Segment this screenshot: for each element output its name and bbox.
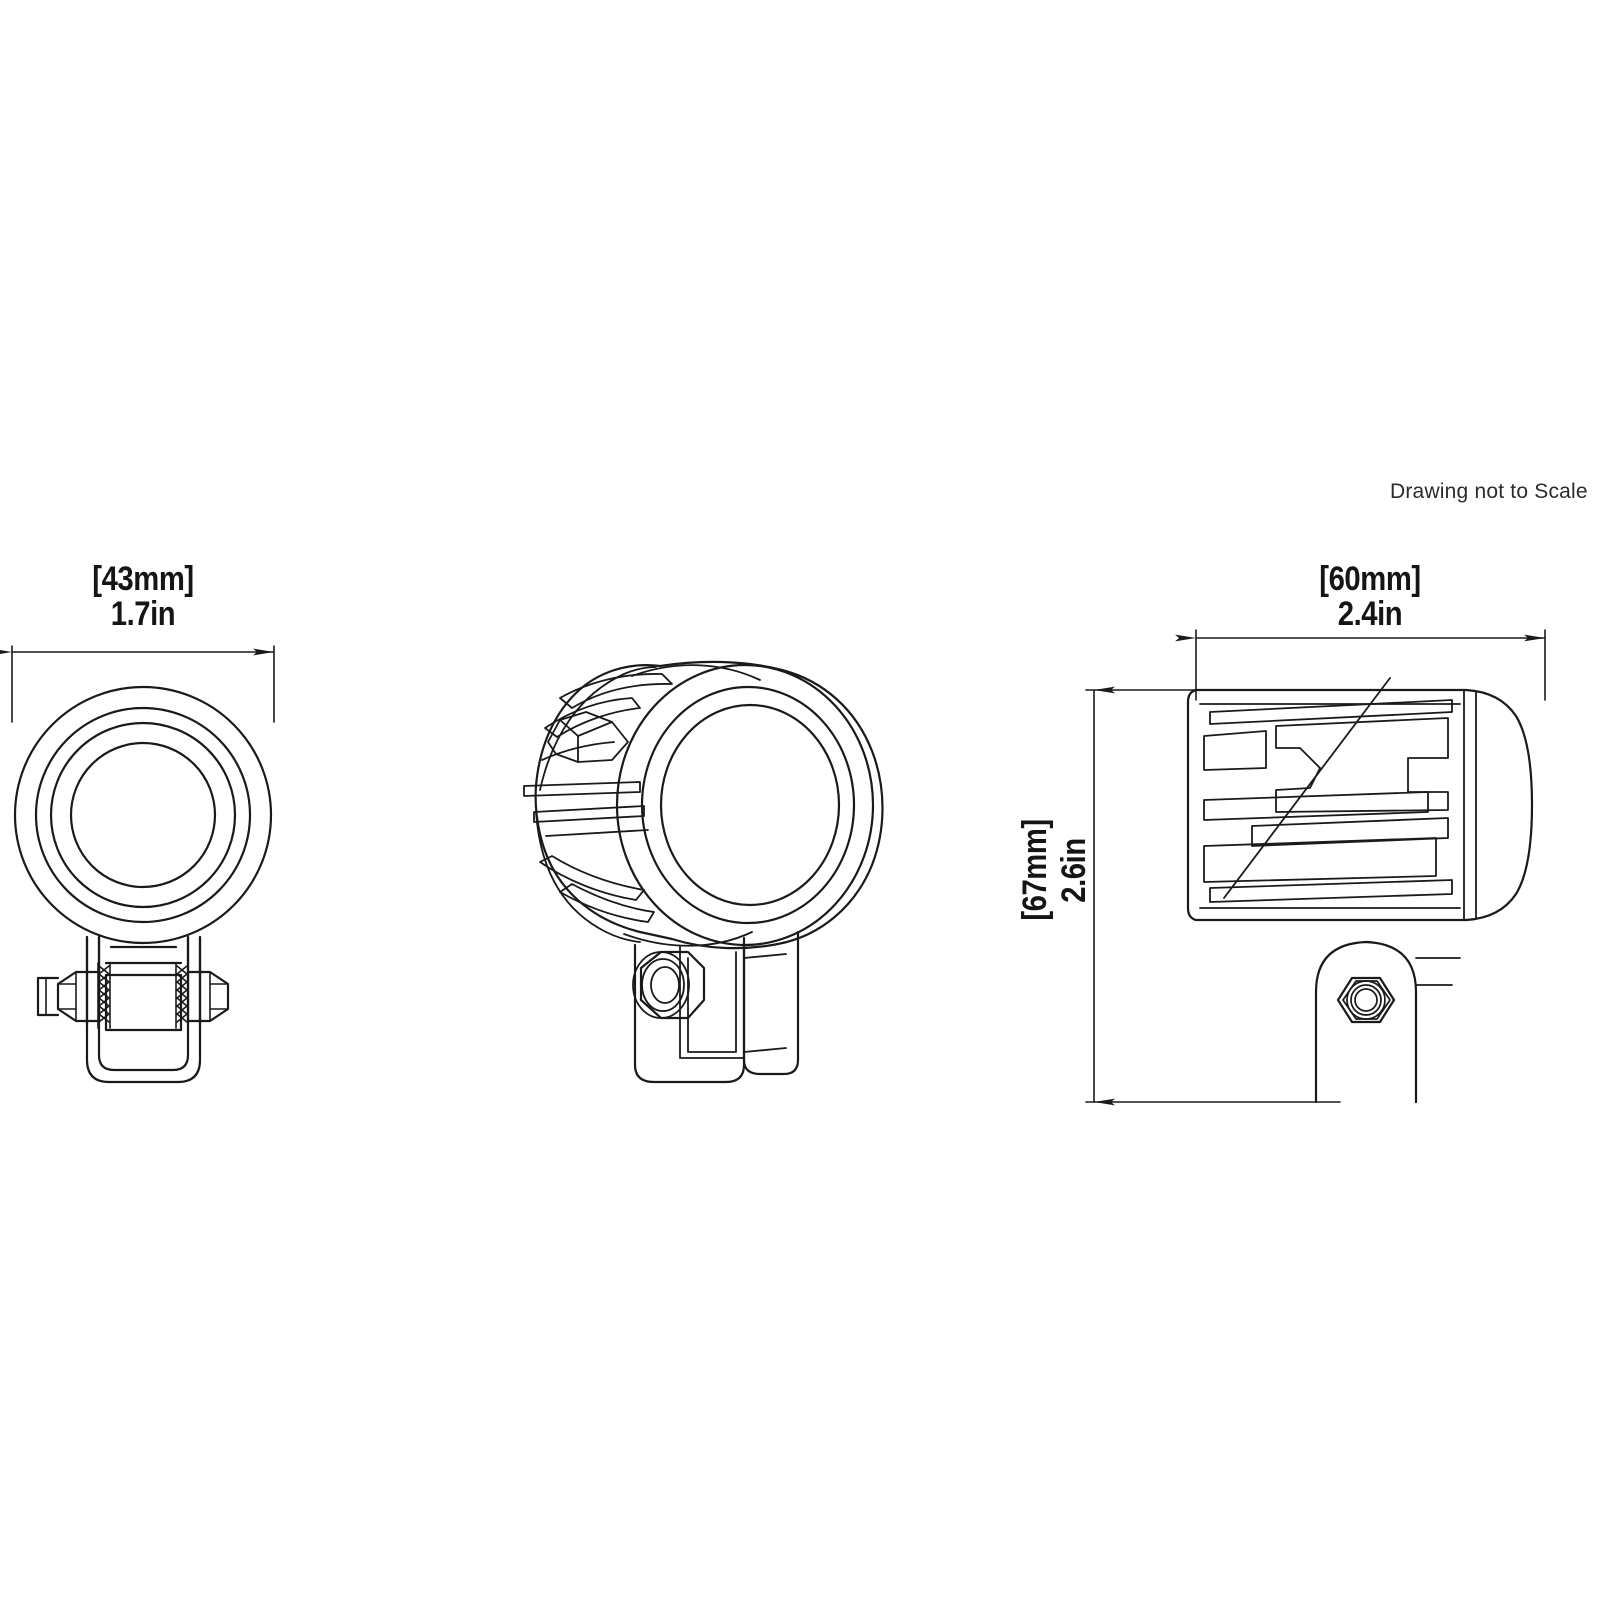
front-view-bracket-inner (97, 935, 190, 1072)
side-housing-outline (1186, 688, 1534, 922)
iso-hex-nut (632, 950, 706, 1020)
isometric-view-geometry (523, 660, 884, 1084)
side-diagonal-line (1223, 677, 1391, 899)
front-view-width-dimension (0, 645, 275, 723)
side-depth-in-label: 2.4in (1337, 594, 1403, 633)
side-view-depth-label: [60mm] 2.4in (1270, 562, 1470, 631)
iso-seam-bottom (623, 931, 753, 947)
iso-fin-edge-lower (535, 811, 641, 943)
scale-note: Drawing not to Scale (1390, 480, 1588, 503)
iso-lens (659, 703, 841, 907)
iso-vent-facet (547, 711, 629, 763)
front-view-outer-ring (13, 685, 273, 945)
front-width-mm-label: [43mm] (92, 560, 194, 598)
front-view-second-ring (34, 706, 252, 924)
front-view-boss-body (104, 973, 183, 1032)
iso-fin-slots-upper (541, 673, 673, 761)
iso-fin-slots-lower (539, 855, 655, 923)
iso-bracket-left (633, 943, 746, 1084)
front-view-lens (69, 741, 217, 889)
side-view-height-label: [67mm] 2.6in (1016, 790, 1094, 950)
side-view-height-dimension (1085, 686, 1341, 1106)
front-view-width-label: [43mm] 1.7in (43, 562, 243, 631)
side-bracket (1314, 940, 1418, 1104)
side-view-geometry (1186, 677, 1534, 1104)
front-view-third-ring (49, 721, 237, 909)
side-fin-slots (1203, 699, 1453, 903)
side-height-mm-label: [67mm] (1016, 819, 1054, 921)
iso-bracket-block-inner (687, 951, 737, 1053)
front-width-in-label: 1.7in (110, 594, 176, 633)
iso-seam-top (631, 664, 761, 681)
side-view-depth-dimension (1175, 629, 1546, 701)
front-view-hex-nut-left (36, 970, 100, 1023)
side-height-in-label: 2.6in (1055, 837, 1093, 903)
side-depth-mm-label: [60mm] (1319, 560, 1421, 598)
iso-bracket-right (742, 930, 800, 1076)
front-view-hex-nut-right (186, 970, 230, 1023)
front-view-knurl-left (98, 965, 110, 1023)
front-view-knurl-right (176, 965, 188, 1023)
front-view-bracket-outer (85, 935, 202, 1084)
iso-fin-slots-mid (523, 781, 649, 837)
iso-fin-edge-upper (539, 666, 657, 791)
front-view-geometry (13, 685, 273, 1084)
iso-bezel-outer (615, 663, 875, 947)
side-hex-nut (1336, 976, 1396, 1024)
iso-bracket-block (679, 939, 745, 1059)
iso-bezel-mid (640, 685, 856, 925)
